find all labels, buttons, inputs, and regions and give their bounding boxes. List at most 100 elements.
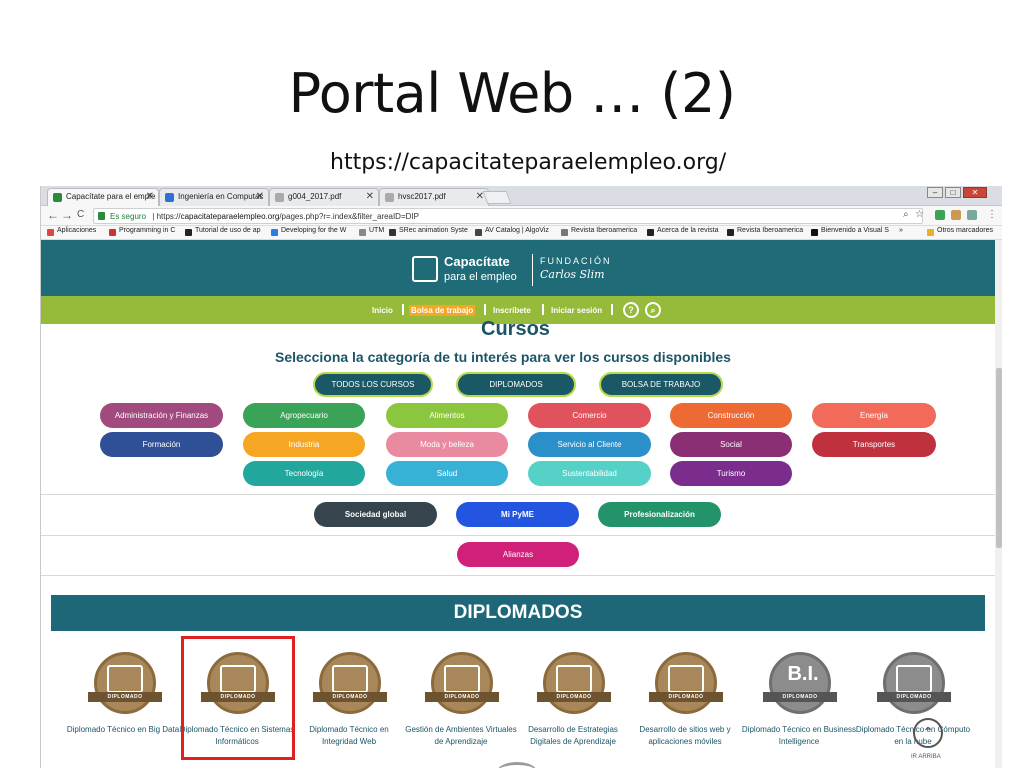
close-window-button[interactable]: ✕ xyxy=(963,187,987,198)
bookmark-favicon xyxy=(811,229,818,236)
bookmark-favicon xyxy=(561,229,568,236)
badge-circle xyxy=(543,652,605,714)
bookmark-item[interactable]: AV Catalog | AlgoViz xyxy=(475,227,549,236)
maximize-button[interactable]: □ xyxy=(945,187,961,198)
diplomado-badge[interactable]: DIPLOMADO xyxy=(649,650,723,722)
folder-icon xyxy=(927,229,934,236)
star-icon[interactable]: ☆ xyxy=(915,209,924,220)
category-agropecuario[interactable]: Agropecuario xyxy=(243,403,365,428)
all-courses-button[interactable]: TODOS LOS CURSOS xyxy=(313,372,433,397)
lock-icon xyxy=(98,212,105,220)
category-transportes[interactable]: Transportes xyxy=(812,432,936,457)
diplomado-badge[interactable]: DIPLOMADO xyxy=(425,650,499,722)
scroll-top-icon[interactable]: ⌃ xyxy=(913,718,943,748)
bookmark-apps[interactable]: Aplicaciones xyxy=(47,227,97,236)
scrollbar-thumb[interactable] xyxy=(996,368,1002,548)
category-construccion[interactable]: Construcción xyxy=(670,403,792,428)
category-sociedad-global[interactable]: Sociedad global xyxy=(314,502,437,527)
bookmark-favicon xyxy=(109,229,116,236)
bookmark-label: Revista Iberoamerica xyxy=(737,227,804,234)
site-logo[interactable]: Capacítate para el empleo FUNDACIÓN Carl… xyxy=(412,254,622,288)
category-comercio[interactable]: Comercio xyxy=(528,403,651,428)
category-moda[interactable]: Moda y belleza xyxy=(386,432,508,457)
job-board-button[interactable]: BOLSA DE TRABAJO xyxy=(599,372,723,397)
tab-capacitate[interactable]: Capacítate para el emple ✕ xyxy=(47,188,159,206)
tab-close-icon[interactable]: ✕ xyxy=(365,191,374,202)
bookmark-label: Bienvenido a Visual S xyxy=(821,227,889,234)
tab-close-icon[interactable]: ✕ xyxy=(145,191,154,202)
category-industria[interactable]: Industria xyxy=(243,432,365,457)
category-mi-pyme[interactable]: Mi PyME xyxy=(456,502,579,527)
bookmark-item[interactable]: UTM xyxy=(359,227,384,236)
tab-g004[interactable]: g004_2017.pdf ✕ xyxy=(269,188,379,206)
diplomado-badge[interactable]: B.I. DIPLOMADO xyxy=(763,650,837,722)
diplomado-badge[interactable]: DIPLOMADO xyxy=(877,650,951,722)
category-turismo[interactable]: Turismo xyxy=(670,461,792,486)
diplomado-badge[interactable]: DIPLOMADO xyxy=(201,650,275,722)
diplomado-label[interactable]: Gestión de Ambientes Virtuales de Aprend… xyxy=(405,725,517,746)
extension-icon[interactable] xyxy=(951,210,961,220)
bookmark-item[interactable]: Programming in C xyxy=(109,227,175,236)
bookmark-item[interactable]: Revista Iberoamerica xyxy=(727,227,804,236)
category-sustentabilidad[interactable]: Sustentabilidad xyxy=(528,461,651,486)
diplomado-label[interactable]: Diplomado Técnico en Sistemas Informátic… xyxy=(179,725,295,746)
tab-close-icon[interactable]: ✕ xyxy=(255,191,264,202)
minimize-button[interactable]: – xyxy=(927,187,943,198)
extension-icon[interactable] xyxy=(935,210,945,220)
category-alianzas[interactable]: Alianzas xyxy=(457,542,579,567)
nav-inscribete[interactable]: Inscríbete xyxy=(493,306,531,315)
category-salud[interactable]: Salud xyxy=(386,461,508,486)
bookmark-label: Aplicaciones xyxy=(57,227,97,234)
diplomado-badge[interactable]: DIPLOMADO xyxy=(313,650,387,722)
diplomado-label[interactable]: Desarrollo de Estrategias Digitales de A… xyxy=(528,725,618,746)
reload-icon[interactable]: C xyxy=(77,209,85,220)
nav-bolsa-de-trabajo[interactable]: Bolsa de trabajo xyxy=(409,305,476,316)
menu-icon[interactable]: ⋮ xyxy=(987,209,997,220)
new-tab-button[interactable] xyxy=(482,191,512,204)
address-bar[interactable]: Es seguro | https://capacitateparaelempl… xyxy=(93,208,923,224)
category-formacion[interactable]: Formación xyxy=(100,432,223,457)
diplomado-label[interactable]: Desarrollo de sitios web y aplicaciones … xyxy=(639,725,731,746)
diplomado-label[interactable]: Diplomado Técnico en Big Data xyxy=(66,725,180,734)
zoom-icon[interactable]: ⌕ xyxy=(903,209,909,220)
bookmark-folder[interactable]: Otros marcadores xyxy=(927,227,993,236)
nav-iniciar-sesion[interactable]: Iniciar sesión xyxy=(551,306,603,315)
bookmark-item[interactable]: Acerca de la revista xyxy=(647,227,718,236)
category-administracion[interactable]: Administración y Finanzas xyxy=(100,403,223,428)
search-icon[interactable]: ⌕ xyxy=(645,302,661,318)
tab-favicon xyxy=(165,193,174,202)
badge-circle xyxy=(883,652,945,714)
category-social[interactable]: Social xyxy=(670,432,792,457)
forward-icon[interactable]: → xyxy=(61,208,73,222)
tab-ingenieria[interactable]: Ingeniería en Computac ✕ xyxy=(159,188,269,206)
bookmark-favicon xyxy=(727,229,734,236)
bookmark-item[interactable]: SRec animation Syste xyxy=(389,227,468,236)
help-icon[interactable]: ? xyxy=(623,302,639,318)
category-alimentos[interactable]: Alimentos xyxy=(386,403,508,428)
diplomado-label[interactable]: Diplomado Técnico en Cómputo en la nube xyxy=(855,725,971,746)
category-servicio[interactable]: Servicio al Cliente xyxy=(528,432,651,457)
diplomado-label[interactable]: Diplomado Técnico en Business Intelligen… xyxy=(741,725,857,746)
diplomado-label[interactable]: Diplomado Técnico en Integridad Web xyxy=(309,725,389,746)
bookmark-label: SRec animation Syste xyxy=(399,227,468,234)
bookmark-item[interactable]: Tutorial de uso de ap xyxy=(185,227,261,236)
diplomado-badge[interactable]: DIPLOMADO xyxy=(537,650,611,722)
tab-close-icon[interactable]: ✕ xyxy=(475,191,484,202)
bookmark-label: Tutorial de uso de ap xyxy=(195,227,261,234)
back-icon[interactable]: ← xyxy=(47,208,59,222)
tab-hvsc[interactable]: hvsc2017.pdf ✕ xyxy=(379,188,489,206)
category-tecnologia[interactable]: Tecnología xyxy=(243,461,365,486)
bookmark-item[interactable]: Bienvenido a Visual S xyxy=(811,227,889,236)
category-profesionalizacion[interactable]: Profesionalización xyxy=(598,502,721,527)
logo-main-text: Capacítate xyxy=(444,254,510,269)
diplomado-badge[interactable]: DIPLOMADO xyxy=(88,650,162,722)
diplomados-button[interactable]: DIPLOMADOS xyxy=(456,372,576,397)
bookmark-item[interactable]: Developing for the W xyxy=(271,227,346,236)
extension-icon[interactable] xyxy=(967,210,977,220)
bookmarks-more-icon[interactable]: » xyxy=(899,227,903,234)
page-content: Cursos Selecciona la categoría de tu int… xyxy=(41,318,995,768)
bookmark-favicon xyxy=(647,229,654,236)
bookmark-item[interactable]: Revista Iberoamerica xyxy=(561,227,637,236)
nav-inicio[interactable]: Inicio xyxy=(372,306,393,315)
category-energia[interactable]: Energía xyxy=(812,403,936,428)
